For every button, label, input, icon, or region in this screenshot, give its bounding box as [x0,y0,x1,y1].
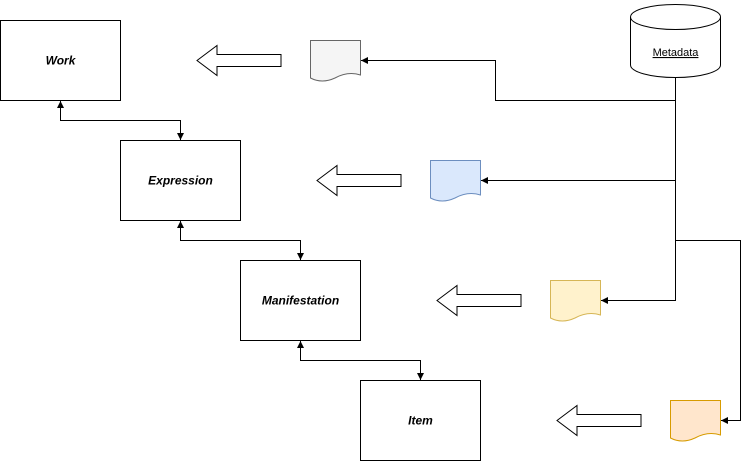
connector-metadata-document-manifestation [601,180,676,304]
connector-metadata-document-expression [481,100,676,184]
manifestation-box[interactable]: Manifestation [240,260,361,341]
block-arrow-expression [316,164,402,197]
document-manifestation-icon [550,280,601,322]
document-work-icon [310,40,361,82]
work-label: Work [46,54,77,68]
block-arrow-manifestation [436,284,522,317]
document-expression-icon [430,160,481,202]
metadata-label: Metadata [653,47,700,59]
database-top-rim [630,16,721,30]
block-arrow-work [196,44,282,77]
document-item-icon [670,400,721,442]
expression-box[interactable]: Expression [120,140,241,221]
connector-work-expression [57,101,184,140]
connector-manifestation-item [297,341,424,380]
manifestation-label: Manifestation [262,294,339,308]
connector-expression-manifestation [177,221,304,260]
connector-metadata-document-item [675,240,741,424]
database-icon [630,4,721,78]
work-box[interactable]: Work [0,20,121,101]
metadata-database[interactable]: Metadata [630,4,721,78]
block-arrow-item [556,404,642,437]
connector-metadata-document-work [361,57,676,101]
expression-label: Expression [148,174,213,188]
item-label: Item [408,414,433,428]
item-box[interactable]: Item [360,380,481,461]
